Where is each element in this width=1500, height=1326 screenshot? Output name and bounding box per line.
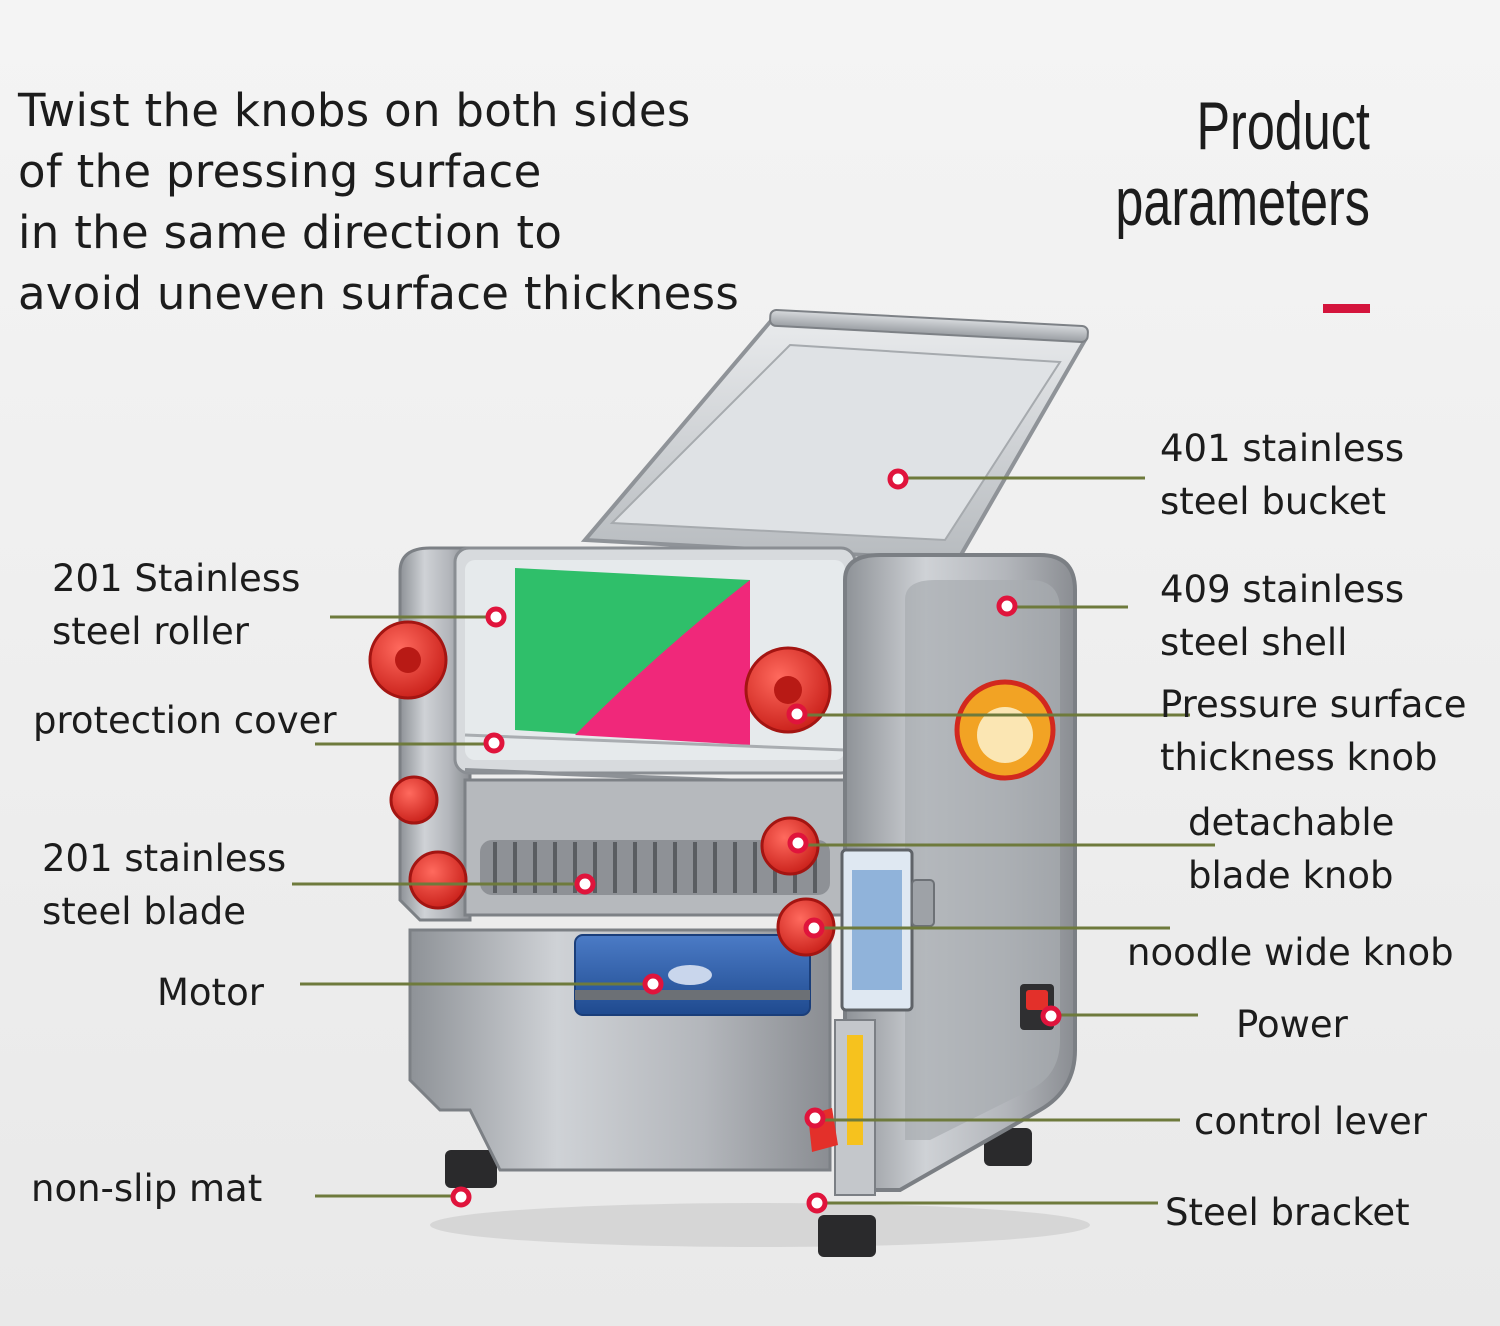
dot-lever (804, 1107, 826, 1129)
right-shell-face (905, 580, 1060, 1140)
lever-yellow-scale (847, 1035, 863, 1145)
dot-motor (642, 973, 664, 995)
intro-text: Twist the knobs on both sides of the pre… (18, 80, 740, 324)
floor-shadow (430, 1203, 1090, 1247)
dot-pressure (786, 703, 808, 725)
cover-rib-1 (464, 733, 846, 752)
panel-hinge (911, 879, 935, 927)
foot-back-right (984, 1128, 1032, 1166)
label-shell: 409 stainless steel shell (1160, 568, 1405, 664)
knob-roller-left (368, 620, 448, 700)
label-power: Power (1236, 1003, 1348, 1046)
brand-sticker-inner (977, 707, 1033, 763)
hopper-inner (609, 343, 1062, 542)
dot-blade (574, 873, 596, 895)
label-noodle-knob: noodle wide knob (1127, 931, 1454, 974)
title-line-2: parameters (1115, 164, 1370, 240)
dot-bracket (806, 1192, 828, 1214)
accent-dash (1323, 304, 1370, 313)
intro-line-4: avoid uneven surface thickness (18, 267, 740, 320)
dot-bucket (887, 468, 909, 490)
intro-line-3: in the same direction to (18, 206, 563, 259)
dot-roller (485, 606, 507, 628)
label-steel-bracket: Steel bracket (1165, 1191, 1410, 1234)
knob-blade-left-lower (408, 850, 468, 910)
product-parameters-title: Product parameters (1115, 88, 1370, 240)
power-switch-rocker (1026, 990, 1048, 1010)
control-panel-label (852, 870, 902, 990)
intro-line-2: of the pressing surface (18, 145, 542, 198)
intro-line-1: Twist the knobs on both sides (18, 84, 691, 137)
foot-front-right (818, 1215, 876, 1257)
label-blade-knob: detachable blade knob (1188, 801, 1395, 897)
title-line-1: Product (1196, 88, 1370, 164)
label-bucket: 401 stainless steel bucket (1160, 427, 1405, 523)
label-blade: 201 stainless steel blade (42, 837, 287, 933)
dot-power (1040, 1005, 1062, 1027)
knob-pressure-right (744, 646, 832, 734)
dot-shell (996, 595, 1018, 617)
dot-mat (450, 1186, 472, 1208)
motor-badge (668, 965, 712, 985)
label-protection-cover: protection cover (33, 699, 337, 742)
label-non-slip-mat: non-slip mat (31, 1167, 263, 1210)
dot-noodle (803, 917, 825, 939)
knob-blade-left-upper (389, 775, 439, 825)
foot-front-left (445, 1150, 497, 1188)
dot-blade-knob (787, 832, 809, 854)
motor-shaft (575, 990, 810, 1000)
label-roller: 201 Stainless steel roller (52, 557, 301, 653)
hopper-handle (769, 308, 1089, 343)
label-motor: Motor (157, 971, 264, 1014)
dot-cover (483, 732, 505, 754)
cover-sticker-pink (575, 580, 750, 745)
label-pressure-knob: Pressure surface thickness knob (1160, 683, 1467, 779)
label-control-lever: control lever (1194, 1100, 1427, 1143)
